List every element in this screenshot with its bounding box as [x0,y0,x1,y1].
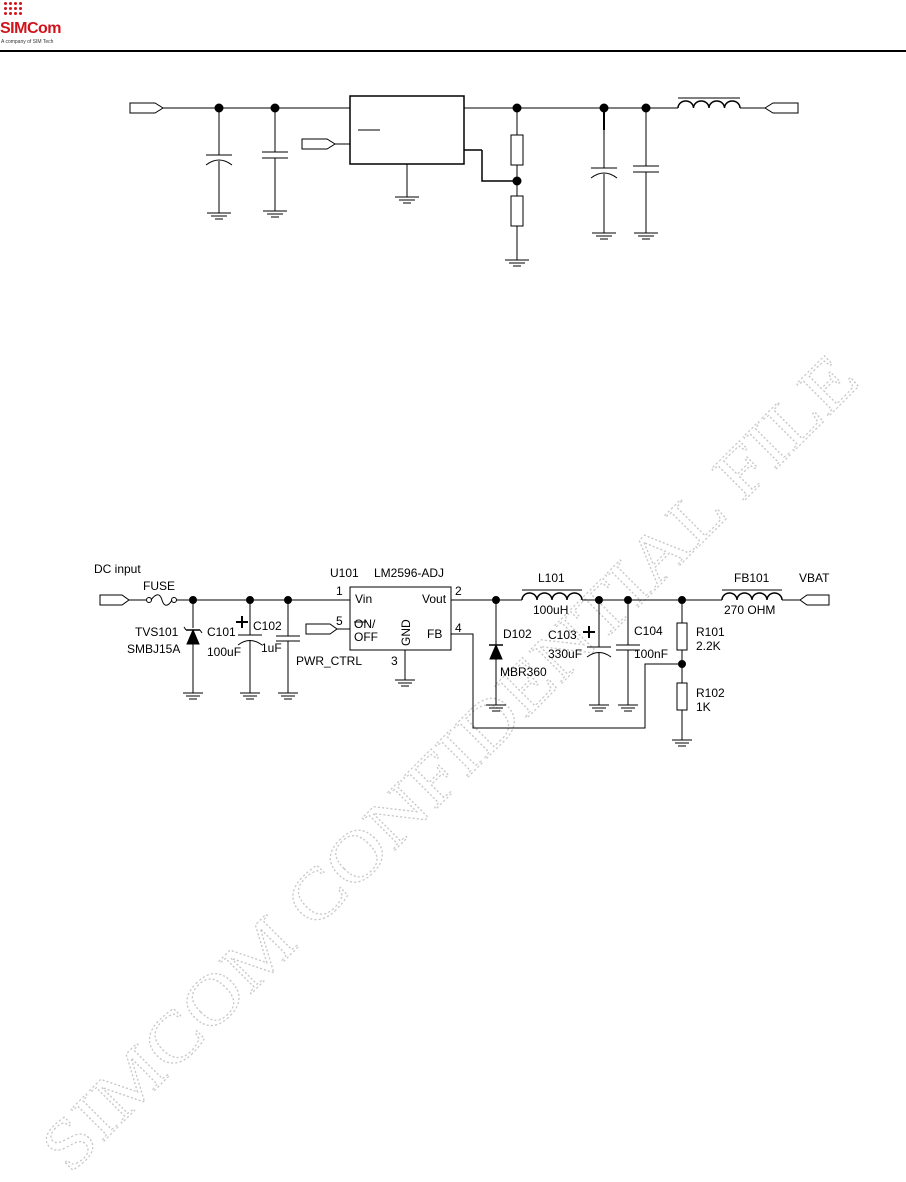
label-vout: Vout [422,592,447,606]
label-c102-value: 1uF [261,641,282,655]
label-vbat: VBAT [799,571,830,585]
label-r101-value: 2.2K [696,639,721,653]
label-pin2: 2 [455,584,462,598]
label-c101: C101 [207,625,236,639]
label-off: OFF [354,630,378,644]
label-smbj15a: SMBJ15A [127,642,180,656]
output-connector [764,102,799,114]
label-dc-input: DC input [94,562,141,576]
r102-resistor [676,682,688,711]
vbat-connector [799,594,830,606]
tvs-diode [186,628,200,645]
label-c102: C102 [253,619,282,633]
dc-input-connector [99,594,130,606]
r101-resistor [676,622,688,651]
label-lm2596: LM2596-ADJ [374,566,444,580]
label-l101: L101 [538,571,565,585]
label-d102: D102 [503,627,532,641]
pwr-ctrl-connector [305,623,338,635]
label-r102: R102 [696,686,725,700]
ctrl-connector [301,138,336,150]
input-connector [129,102,164,114]
l101-inductor [521,592,583,601]
label-fb-pin: FB [427,627,442,641]
label-fuse: FUSE [143,579,175,593]
logo-tagline: A company of SIM Tech [1,39,54,45]
label-c104-value: 100nF [634,647,668,661]
label-u101: U101 [330,566,359,580]
label-r102-value: 1K [696,700,711,714]
header-rule [0,50,906,52]
label-l101-value: 100uH [533,603,568,617]
page-header: SIMCom A company of SIM Tech [0,0,906,52]
label-vin: Vin [355,592,372,606]
label-mbr360: MBR360 [500,665,547,679]
label-fb101: FB101 [734,571,770,585]
label-pin1: 1 [336,584,343,598]
label-r101: R101 [696,625,725,639]
label-c103: C103 [548,628,577,642]
u101-ic [349,586,452,651]
block-diagram [129,95,799,267]
label-fb101-value: 270 OHM [724,603,775,617]
label-pin5: 5 [336,614,343,628]
label-c104: C104 [634,624,663,638]
company-logo: SIMCom [0,20,62,37]
label-pin4: 4 [455,621,462,635]
label-on: ON/ [354,617,376,631]
label-c101-value: 100uF [207,645,241,659]
label-gnd: GND [399,619,413,646]
label-c103-value: 330uF [548,647,582,661]
label-tvs101: TVS101 [135,625,179,639]
d102-diode [489,643,503,660]
fb101-ferrite [721,592,783,601]
fuse-symbol [150,594,173,606]
label-pin3: 3 [391,654,398,668]
label-pwr-ctrl: PWR_CTRL [296,654,362,668]
